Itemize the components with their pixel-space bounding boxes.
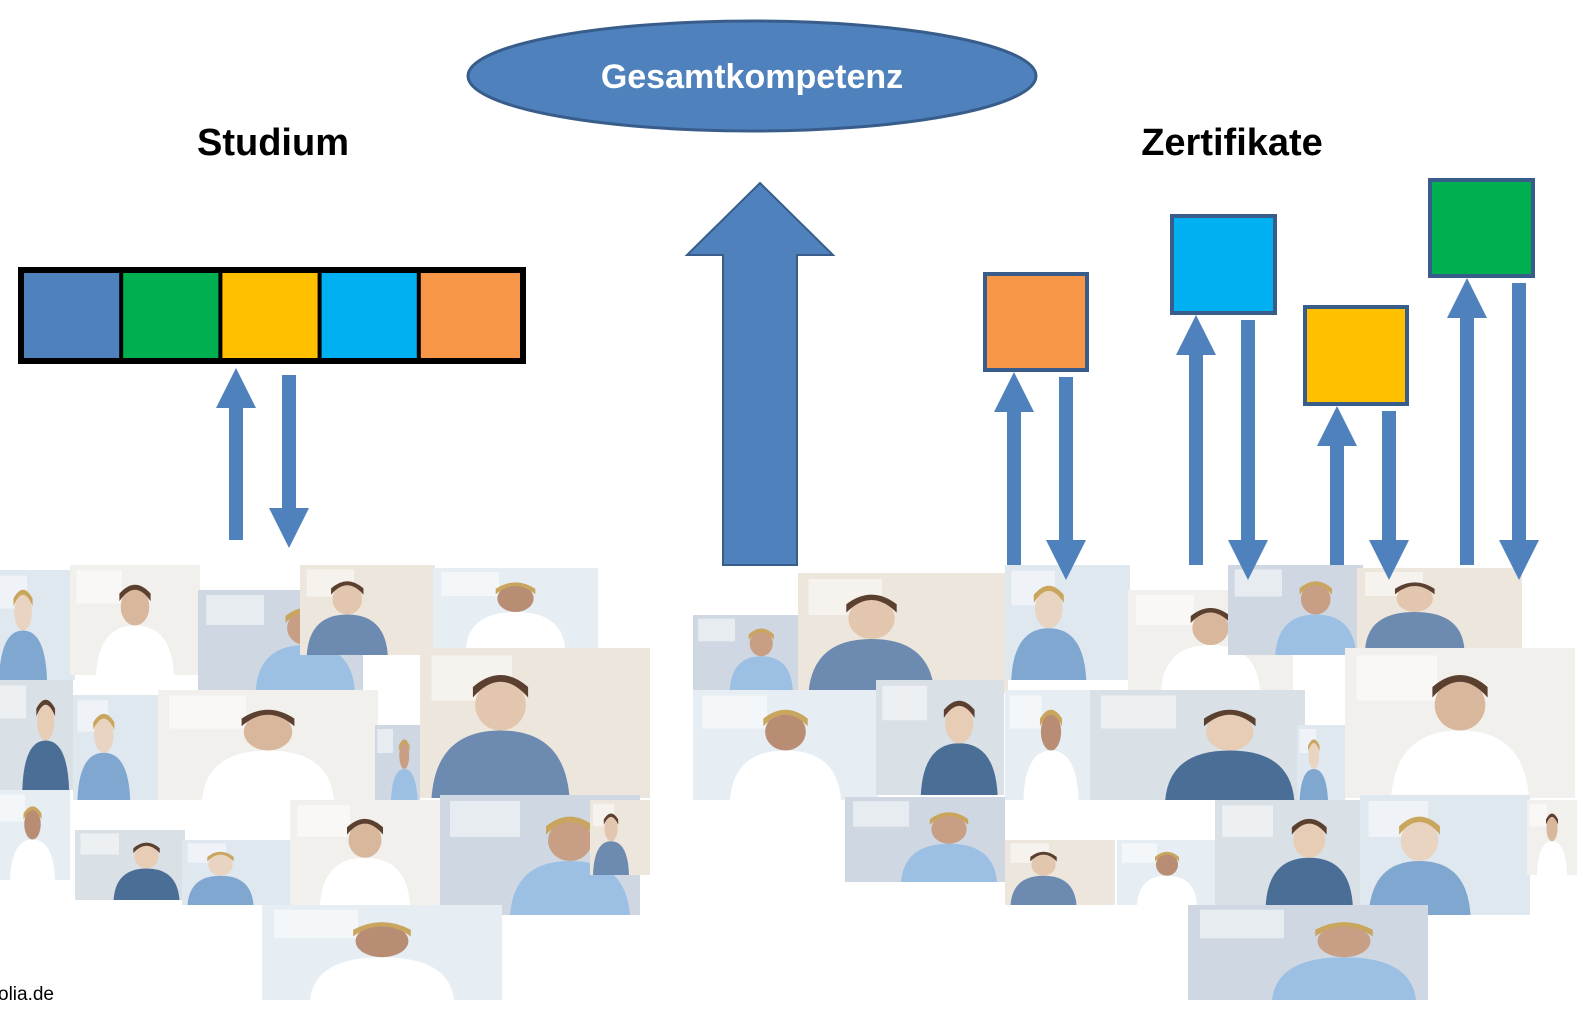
photo-tile	[1005, 690, 1097, 800]
photo-tile	[1215, 800, 1360, 905]
certificate-arrows	[994, 278, 1539, 580]
photo-tile	[845, 797, 1005, 882]
studium-heading: Studium	[197, 122, 349, 164]
photo-tile	[433, 568, 598, 648]
photo-tile	[798, 573, 1008, 693]
studium-module-1	[24, 273, 120, 358]
photo-tile	[262, 905, 502, 1000]
arrow-down-icon	[269, 375, 309, 548]
photo-tile	[73, 695, 161, 800]
photo-tile	[300, 565, 435, 655]
photo-tile	[693, 615, 798, 690]
photo-credit: olia.de	[0, 984, 54, 1005]
certificate-arrow-down-icon	[1499, 283, 1539, 580]
certificate-box-3	[1303, 305, 1409, 406]
photo-tile	[70, 565, 200, 675]
arrow-up-icon	[216, 368, 256, 540]
photo-collage-left	[0, 565, 650, 1000]
photo-tile	[420, 648, 650, 798]
photo-collage-right	[693, 565, 1577, 1000]
photo-tile	[1228, 565, 1363, 655]
certificate-arrow-down-icon	[1369, 411, 1409, 580]
photo-tile	[1090, 690, 1305, 800]
certificate-arrow-down-icon	[1228, 320, 1268, 580]
photo-tile	[1357, 568, 1522, 648]
photo-tile	[590, 800, 650, 875]
photo-tile	[75, 830, 185, 900]
certificate-box-4	[1428, 178, 1535, 278]
photo-tile	[1117, 840, 1217, 905]
certificate-arrow-up-icon	[1447, 278, 1487, 565]
photo-tile	[1345, 648, 1575, 798]
photo-tile	[1297, 725, 1345, 805]
photo-tile	[290, 800, 440, 905]
photo-tile	[1005, 565, 1130, 680]
gesamtkompetenz-node: Gesamtkompetenz	[466, 19, 1038, 133]
photo-tile	[1360, 795, 1530, 915]
big-up-arrow-icon	[684, 181, 836, 566]
studium-module-2	[123, 273, 219, 358]
certificate-arrow-up-icon	[994, 372, 1034, 565]
studium-module-4	[321, 273, 417, 358]
certificate-boxes	[983, 178, 1535, 406]
certificate-arrow-up-icon	[1176, 315, 1216, 565]
certificate-box-1	[983, 272, 1089, 372]
photo-tile	[0, 790, 70, 880]
studium-module-3	[222, 273, 318, 358]
certificate-box-2	[1170, 214, 1277, 315]
gesamtkompetenz-label: Gesamtkompetenz	[601, 58, 903, 96]
studium-module-bar	[18, 267, 526, 364]
studium-module-5	[420, 273, 520, 358]
photo-tile	[1188, 905, 1428, 1000]
photo-tile	[876, 680, 1004, 795]
photo-tile	[693, 690, 878, 800]
photo-tile	[0, 680, 73, 790]
photo-tile	[375, 725, 420, 805]
certificate-arrow-up-icon	[1317, 406, 1357, 565]
photo-tile	[182, 840, 292, 905]
photo-tile	[0, 570, 75, 680]
zertifikate-heading: Zertifikate	[1141, 122, 1323, 164]
studium-arrows	[216, 368, 309, 548]
photo-tile	[1005, 840, 1115, 905]
photo-tile	[158, 690, 378, 800]
certificate-arrow-down-icon	[1046, 377, 1086, 580]
photo-tile	[1527, 800, 1577, 875]
